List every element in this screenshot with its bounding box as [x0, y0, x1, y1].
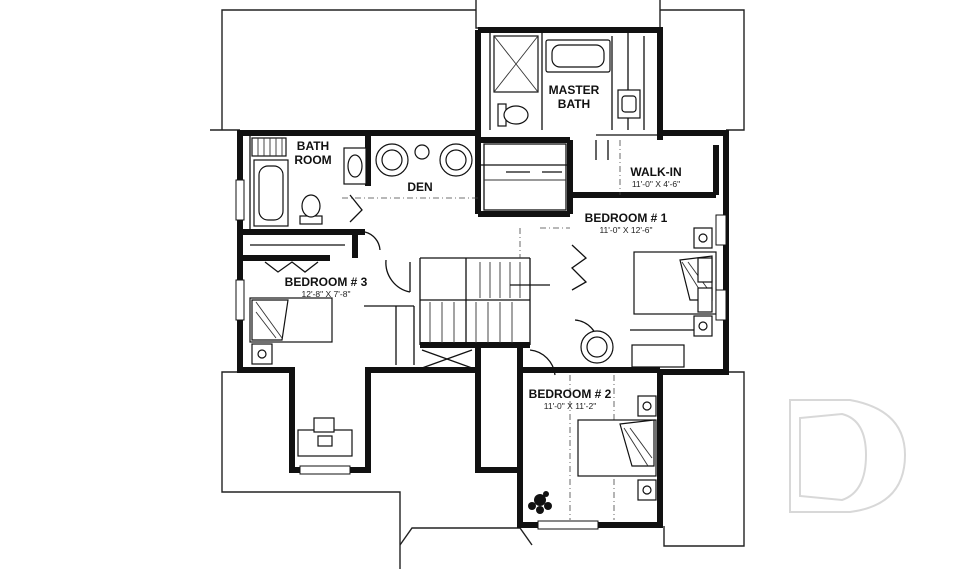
overhead-lines	[342, 140, 621, 520]
radiator	[251, 137, 287, 157]
bedroom-3-label: BEDROOM # 3	[285, 275, 368, 289]
den-armchairs	[375, 143, 473, 177]
closet-shelves	[483, 143, 567, 211]
doors	[264, 140, 609, 376]
nightstands-bedroom-2	[637, 395, 657, 501]
master-bath-label-line2: BATH	[558, 97, 590, 111]
bedroom-3-dimensions: 12'-8" X 7'-8"	[302, 289, 351, 299]
bedroom-1-label: BEDROOM # 1	[585, 211, 668, 225]
bed-bedroom-3	[249, 297, 333, 365]
bathroom-label-line2: ROOM	[294, 153, 331, 167]
bedroom-2-dimensions: 11'-0" X 11'-2"	[544, 401, 596, 411]
windows	[235, 179, 727, 530]
bathtub	[253, 159, 289, 227]
sink-master	[617, 89, 641, 119]
toilet	[299, 194, 323, 225]
vanity-master	[611, 36, 645, 130]
desk-bedroom-3	[297, 417, 353, 457]
bathroom-label-line1: BATH	[297, 139, 329, 153]
master-bath-label-line1: MASTER	[549, 83, 600, 97]
chair-bedroom-1	[580, 330, 685, 368]
bedroom-1-dimensions: 11'-0" X 12'-6"	[599, 225, 652, 235]
den-label: DEN	[407, 180, 432, 194]
watermark-logo	[789, 399, 907, 513]
bathtub-master	[545, 39, 611, 73]
nightstands-bedroom-1	[693, 227, 713, 337]
walk-in-dimensions: 11'-0" X 4'-6"	[632, 179, 680, 189]
plant-icon	[528, 491, 552, 514]
shower-master	[493, 35, 539, 93]
interior-walls	[240, 133, 719, 470]
sink	[343, 147, 367, 185]
staircase	[421, 262, 550, 369]
bed-bedroom-1	[633, 251, 717, 315]
bed-bedroom-2	[577, 419, 657, 477]
bedroom-2-label: BEDROOM # 2	[529, 387, 612, 401]
roof-outline	[210, 0, 745, 569]
toilet-master	[497, 103, 529, 127]
walk-in-label: WALK-IN	[630, 165, 681, 179]
